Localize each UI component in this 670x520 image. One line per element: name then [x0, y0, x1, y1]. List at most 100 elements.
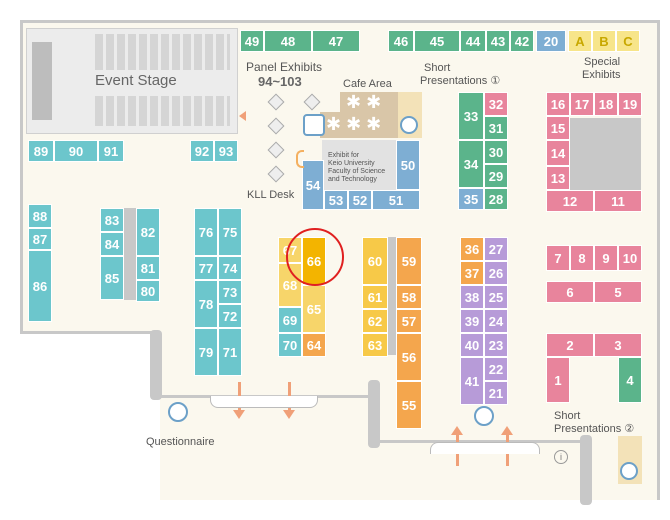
booth-23[interactable]: 23: [484, 333, 508, 357]
wall-pillar-2: [368, 380, 380, 448]
booth-54[interactable]: 54: [302, 160, 324, 210]
booth-46[interactable]: 46: [388, 30, 414, 52]
booth-40[interactable]: 40: [460, 333, 484, 357]
booth-21[interactable]: 21: [484, 381, 508, 405]
booth-30[interactable]: 30: [484, 140, 508, 164]
booth-19[interactable]: 19: [618, 92, 642, 116]
booth-50[interactable]: 50: [396, 140, 420, 190]
booth-32[interactable]: 32: [484, 92, 508, 116]
booth-2[interactable]: 2: [546, 333, 594, 357]
booth-20[interactable]: 20: [536, 30, 566, 52]
booth-64[interactable]: 64: [302, 333, 326, 357]
booth-B[interactable]: B: [592, 30, 616, 52]
booth-27[interactable]: 27: [484, 237, 508, 261]
booth-C[interactable]: C: [616, 30, 640, 52]
booth-36[interactable]: 36: [460, 237, 484, 261]
booth-74[interactable]: 74: [218, 256, 242, 280]
booth-38[interactable]: 38: [460, 285, 484, 309]
short-presentations-2-label-b: Presentations ②: [554, 423, 635, 435]
booth-73[interactable]: 73: [218, 280, 242, 304]
booth-70[interactable]: 70: [278, 333, 302, 357]
booth-90[interactable]: 90: [54, 140, 98, 162]
booth-7[interactable]: 7: [546, 245, 570, 271]
booth-84[interactable]: 84: [100, 232, 124, 256]
booth-26[interactable]: 26: [484, 261, 508, 285]
booth-47[interactable]: 47: [312, 30, 360, 52]
booth-59[interactable]: 59: [396, 237, 422, 285]
booth-80[interactable]: 80: [136, 280, 160, 302]
booth-48[interactable]: 48: [264, 30, 312, 52]
booth-15[interactable]: 15: [546, 116, 570, 140]
booth-6[interactable]: 6: [546, 281, 594, 303]
booth-4[interactable]: 4: [618, 357, 642, 403]
booth-13[interactable]: 13: [546, 166, 570, 190]
booth-75[interactable]: 75: [218, 208, 242, 256]
booth-49[interactable]: 49: [240, 30, 264, 52]
booth-8[interactable]: 8: [570, 245, 594, 271]
booth-57[interactable]: 57: [396, 309, 422, 333]
booth-52[interactable]: 52: [348, 190, 372, 210]
booth-55[interactable]: 55: [396, 381, 422, 429]
booth-31[interactable]: 31: [484, 116, 508, 140]
booth-45[interactable]: 45: [414, 30, 460, 52]
booth-42[interactable]: 42: [510, 30, 534, 52]
booth-72[interactable]: 72: [218, 304, 242, 328]
booth-24[interactable]: 24: [484, 309, 508, 333]
booth-89[interactable]: 89: [28, 140, 54, 162]
booth-44[interactable]: 44: [460, 30, 486, 52]
booth-81[interactable]: 81: [136, 256, 160, 280]
booth-5[interactable]: 5: [594, 281, 642, 303]
booth-82[interactable]: 82: [136, 208, 160, 256]
kll-desk-label: KLL Desk: [247, 189, 295, 201]
booth-60[interactable]: 60: [362, 237, 388, 285]
booth-85[interactable]: 85: [100, 256, 124, 300]
booth-76[interactable]: 76: [194, 208, 218, 256]
booth-33[interactable]: 33: [458, 92, 484, 140]
booth-78[interactable]: 78: [194, 280, 218, 328]
booth-9[interactable]: 9: [594, 245, 618, 271]
booth-A[interactable]: A: [568, 30, 592, 52]
booth-11[interactable]: 11: [594, 190, 642, 212]
booth-92[interactable]: 92: [190, 140, 214, 162]
event-stage-seating: [95, 34, 230, 70]
booth-37[interactable]: 37: [460, 261, 484, 285]
booth-41[interactable]: 41: [460, 357, 484, 405]
booth-87[interactable]: 87: [28, 228, 52, 250]
booth-3[interactable]: 3: [594, 333, 642, 357]
booth-25[interactable]: 25: [484, 285, 508, 309]
booth-69[interactable]: 69: [278, 307, 302, 333]
booth-43[interactable]: 43: [486, 30, 510, 52]
booth-71[interactable]: 71: [218, 328, 242, 376]
booth-58[interactable]: 58: [396, 285, 422, 309]
booth-34[interactable]: 34: [458, 140, 484, 188]
booth-17[interactable]: 17: [570, 92, 594, 116]
booth-93[interactable]: 93: [214, 140, 238, 162]
booth-86[interactable]: 86: [28, 250, 52, 322]
booth-51[interactable]: 51: [372, 190, 420, 210]
booth-39[interactable]: 39: [460, 309, 484, 333]
booth-77[interactable]: 77: [194, 256, 218, 280]
booth-28[interactable]: 28: [484, 188, 508, 210]
booth-61[interactable]: 61: [362, 285, 388, 309]
booth-56[interactable]: 56: [396, 333, 422, 381]
questionnaire-label: Questionnaire: [146, 436, 215, 448]
booth-91[interactable]: 91: [98, 140, 124, 162]
booth-12[interactable]: 12: [546, 190, 594, 212]
booth-16[interactable]: 16: [546, 92, 570, 116]
booth-79[interactable]: 79: [194, 328, 218, 376]
booth-35[interactable]: 35: [458, 188, 484, 210]
highlight-ring: [286, 228, 344, 286]
booth-1[interactable]: 1: [546, 357, 570, 403]
booth-22[interactable]: 22: [484, 357, 508, 381]
booth-65[interactable]: 65: [302, 285, 326, 333]
booth-62[interactable]: 62: [362, 309, 388, 333]
booth-10[interactable]: 10: [618, 245, 642, 271]
booth-83[interactable]: 83: [100, 208, 124, 232]
presentation-screen-icon: [474, 406, 494, 426]
booth-88[interactable]: 88: [28, 204, 52, 228]
booth-29[interactable]: 29: [484, 164, 508, 188]
booth-14[interactable]: 14: [546, 140, 570, 166]
booth-63[interactable]: 63: [362, 333, 388, 357]
booth-18[interactable]: 18: [594, 92, 618, 116]
booth-53[interactable]: 53: [324, 190, 348, 210]
